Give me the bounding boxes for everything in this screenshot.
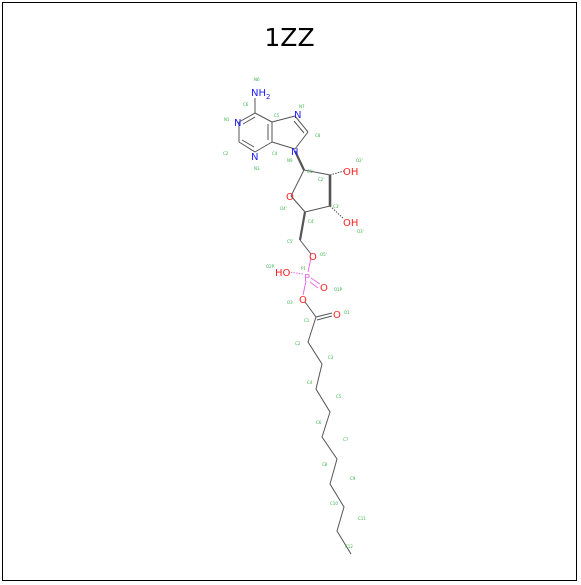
atom-label: C4 <box>307 380 313 385</box>
atom-label: C4' <box>308 219 314 224</box>
oh2-symbol: OH <box>343 167 358 178</box>
bond-alkyl-chain <box>307 316 352 555</box>
bond-n7-c8 <box>294 115 309 133</box>
bond-p-oh <box>288 271 304 275</box>
atom-label: O3 <box>287 300 293 305</box>
bond-c2p-o2p <box>329 170 345 176</box>
bond-p-o3 <box>302 280 307 296</box>
atom-label: N1 <box>224 117 230 122</box>
p-hydroxyl-symbol: HO <box>275 268 291 279</box>
element-symbols: NH2 N N N N O OH OH O P HO O O O <box>234 88 358 321</box>
bond-c4p-o4p <box>290 195 306 213</box>
atom-label: C6 <box>243 102 249 107</box>
atom-label: C7 <box>343 437 349 442</box>
atom-label: C10 <box>330 501 338 506</box>
bond-c5p-o5p <box>299 239 312 255</box>
atom-label: C6 <box>316 420 322 425</box>
bond-o3-c1 <box>304 301 317 318</box>
atom-label: C8 <box>315 133 321 138</box>
bond-c5-c6 <box>254 112 273 123</box>
atom-label: O1P <box>334 287 343 292</box>
bond-c3p-o3p <box>329 205 345 220</box>
atom-label: C1' <box>307 169 313 174</box>
bond-n9-c4 <box>271 141 296 150</box>
bond-n3-c4 <box>254 141 273 153</box>
atom-label: N3 <box>254 166 260 171</box>
bond-o4p-c1p <box>290 169 305 197</box>
bond-c8-n9 <box>294 131 309 150</box>
canvas-frame: 1ZZ <box>2 2 577 581</box>
atom-label: O4' <box>280 206 287 211</box>
bond-o5p-p <box>307 257 312 273</box>
atom-label: C9 <box>350 476 356 481</box>
bond-c2-n3 <box>238 141 256 153</box>
atom-label: C3' <box>333 204 339 209</box>
atom-label: N6 <box>254 77 260 82</box>
atom-label: C1 <box>304 318 310 323</box>
atom-label: C5' <box>287 239 293 244</box>
atom-label: P1 <box>301 266 306 271</box>
atom-label: O1 <box>344 310 350 315</box>
atom-name-labels: N6 C6 C5 N7 N1 C8 C2 C4 N3 N9 O2' C1' C2… <box>223 77 366 549</box>
atom-label: C5 <box>274 113 280 118</box>
bond-c6-n1 <box>238 112 256 123</box>
atom-label: O2' <box>356 158 363 163</box>
p-symbol: P <box>304 273 310 284</box>
nh2-label: NH2 <box>251 88 270 101</box>
bond-n7-c8-inner <box>293 120 305 134</box>
o4p-symbol: O <box>286 192 294 203</box>
n9-symbol: N <box>291 147 298 158</box>
p-oxo-symbol: O <box>320 283 328 294</box>
atom-label: C5 <box>336 394 342 399</box>
atom-label: C8 <box>322 462 328 467</box>
atom-label: O2P <box>266 264 275 269</box>
n7-symbol: N <box>294 110 301 121</box>
bond-c3p-c4p <box>304 205 331 213</box>
bond-n9-c1p <box>294 150 305 171</box>
bond-c5-n7 <box>271 115 296 123</box>
atom-label: N9 <box>287 158 293 163</box>
atom-label: C12 <box>345 544 353 549</box>
bond-c1-o1-2 <box>316 315 333 321</box>
atom-label: C2 <box>223 151 229 156</box>
bond-c6-n1-inner <box>242 116 256 125</box>
o5p-symbol: O <box>309 252 317 263</box>
bond-c2-n3-inner <box>241 139 255 148</box>
bond-p-o-double-2 <box>309 281 319 289</box>
page-title: 1ZZ <box>264 23 315 52</box>
atom-label: C3 <box>328 355 334 360</box>
atom-label: C2' <box>318 177 324 182</box>
ester-o-symbol: O <box>299 295 307 306</box>
atom-label: C4 <box>272 151 278 156</box>
atom-label: N7 <box>299 104 305 109</box>
oh3-symbol: OH <box>343 218 358 229</box>
bond-c1p-c2p <box>303 169 331 176</box>
n1-symbol: N <box>234 118 241 129</box>
atom-label: O3' <box>357 229 364 234</box>
n3-symbol: N <box>251 152 258 163</box>
bond-layer <box>238 98 352 555</box>
atom-label: O5' <box>320 252 327 257</box>
bond-c4p-c5p <box>298 211 307 241</box>
bond-c1-o1 <box>315 312 333 318</box>
carbonyl-o-symbol: O <box>333 310 341 321</box>
atom-label: C2 <box>295 341 301 346</box>
bond-p-o-double <box>310 277 321 285</box>
atom-label: C11 <box>358 516 366 521</box>
